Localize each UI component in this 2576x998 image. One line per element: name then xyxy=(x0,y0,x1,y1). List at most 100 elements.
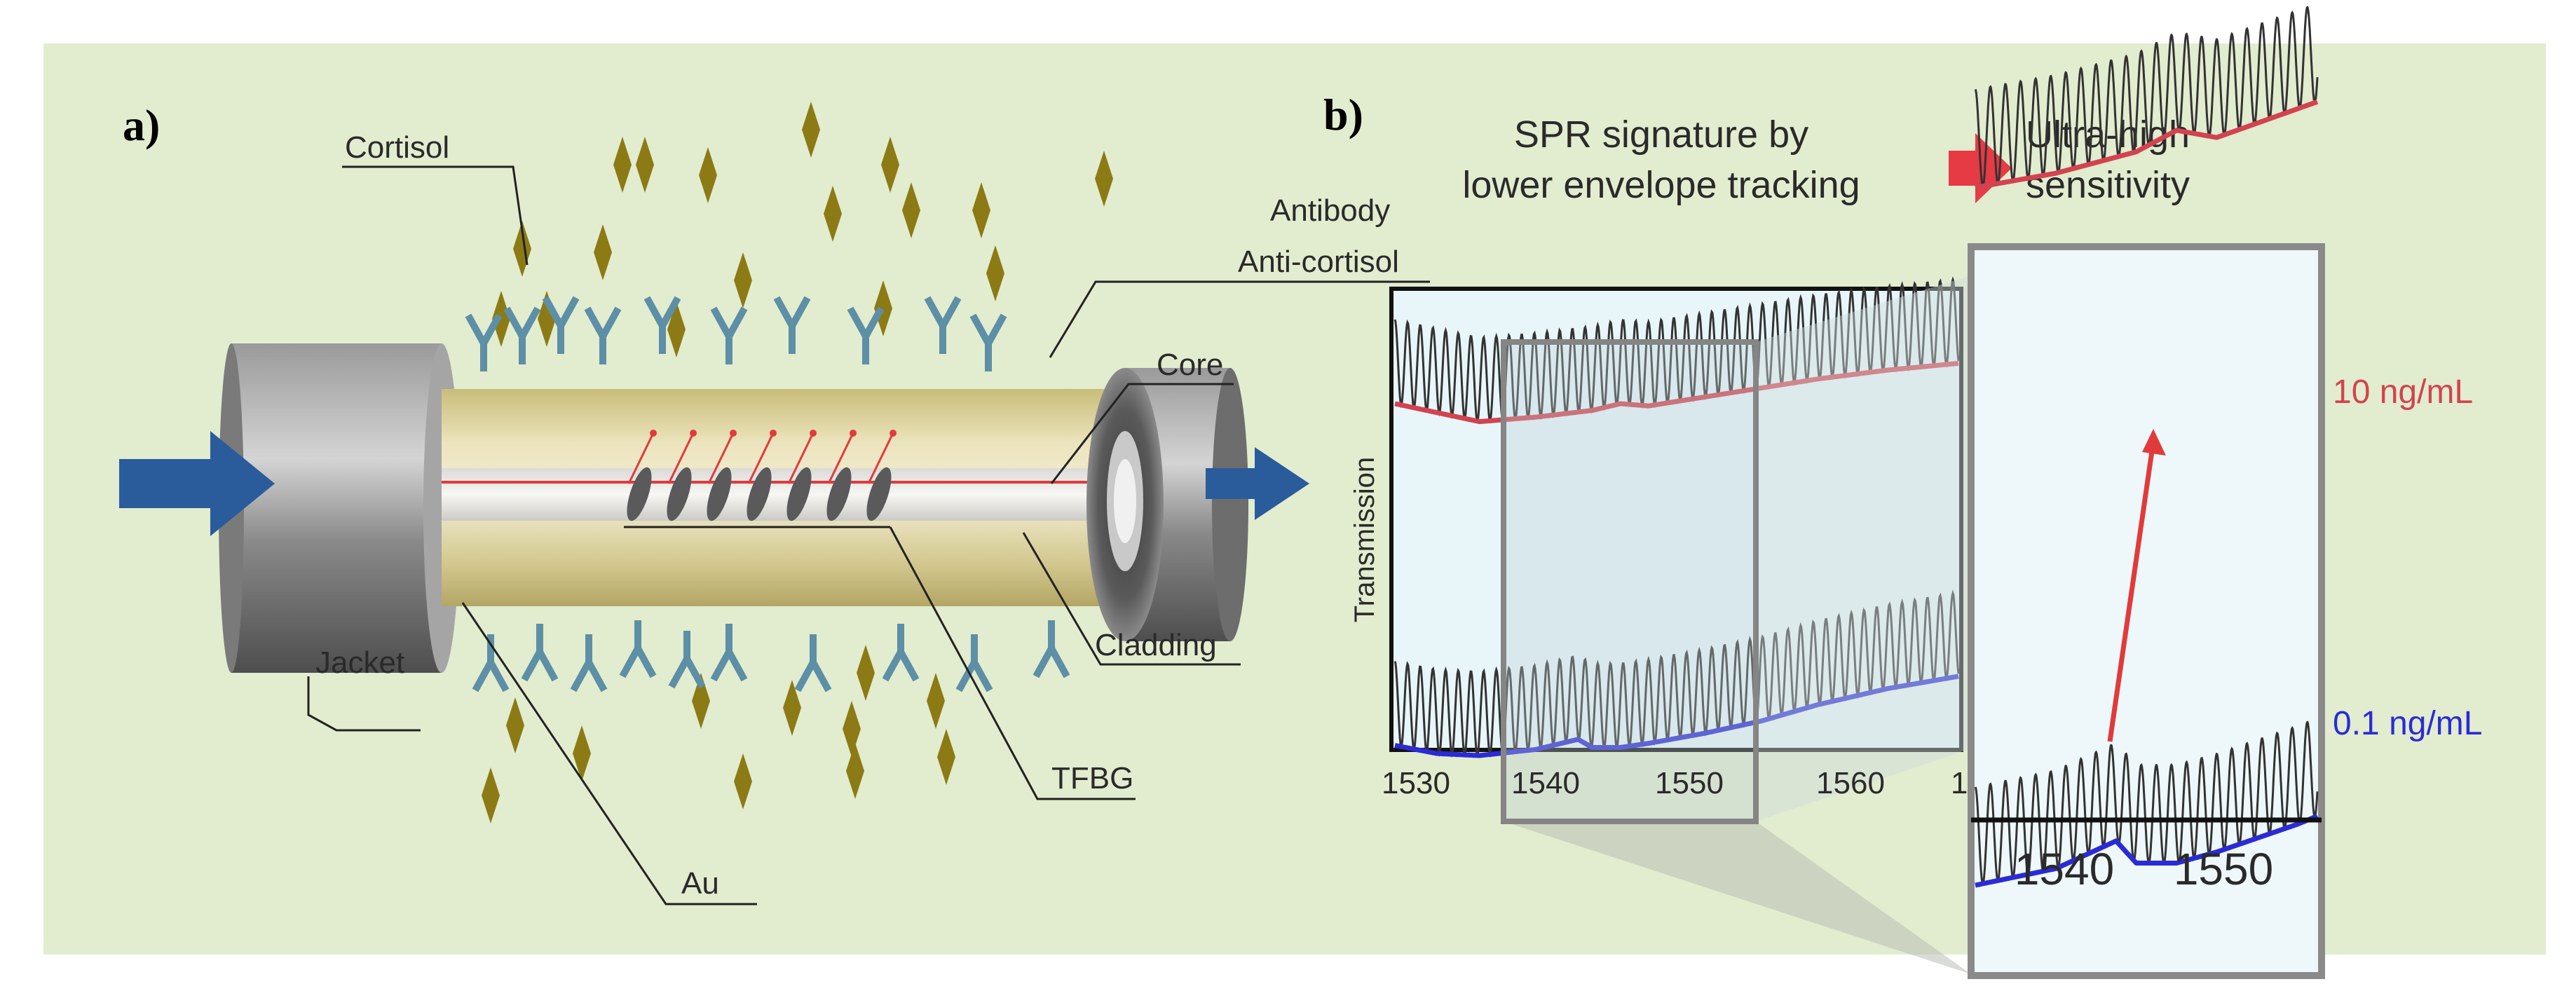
tfbg-gratings xyxy=(627,430,897,521)
panel-a-letter: a) xyxy=(123,100,160,150)
scatter-ray xyxy=(627,432,655,484)
cortisol-molecule xyxy=(506,697,524,753)
grating-plane xyxy=(786,467,812,521)
core-leader xyxy=(1050,383,1234,484)
cladding-leader xyxy=(1022,532,1241,666)
cortisol-molecule xyxy=(846,743,864,799)
cortisol-molecule xyxy=(843,701,861,757)
antibody xyxy=(521,624,559,682)
antibody xyxy=(465,313,503,371)
envelope-high xyxy=(1394,360,1959,425)
antibody xyxy=(955,634,993,692)
label-core: Core xyxy=(1157,348,1223,382)
antibody xyxy=(472,634,510,692)
cortisol-molecule xyxy=(734,252,752,308)
label-antibody: Antibody xyxy=(1270,193,1390,228)
scatter-ray xyxy=(787,432,815,484)
scatter-ray-tip xyxy=(730,430,737,437)
antibody xyxy=(1033,620,1070,678)
label-cortisol: Cortisol xyxy=(345,130,449,165)
label-cladding: Cladding xyxy=(1095,628,1217,662)
grating-plane xyxy=(707,467,732,521)
cortisol-molecule xyxy=(972,182,990,238)
cortisol-molecule xyxy=(874,280,892,336)
label-anti-cortisol: Anti-cortisol xyxy=(1238,245,1399,279)
shift-arrow-head xyxy=(2142,429,2166,456)
zoom-selection-box xyxy=(1501,339,1759,824)
cortisol-molecule xyxy=(802,102,820,158)
output-light-arrow xyxy=(1206,447,1309,520)
fiber-jacket-right xyxy=(1086,368,1248,641)
spectrum-trace xyxy=(1974,6,2319,189)
legend-high-concentration: 10 ng/mL xyxy=(2333,374,2473,411)
y-axis-label: Transmission xyxy=(1349,457,1380,622)
leader-lines xyxy=(307,165,1430,905)
scatter-ray-tip xyxy=(810,430,817,437)
scatter-ray xyxy=(707,432,735,484)
antibody xyxy=(710,624,748,682)
antibody-leader xyxy=(1049,280,1430,358)
envelope-low xyxy=(1394,674,1959,758)
label-tfbg: TFBG xyxy=(1051,761,1133,795)
cortisol-molecule xyxy=(783,680,801,736)
cortisol-molecule xyxy=(927,673,945,729)
grating-plane xyxy=(627,467,652,521)
scatter-ray-tip xyxy=(650,430,657,437)
main-plot-traces xyxy=(1393,276,1960,758)
cortisol-molecule xyxy=(881,137,899,193)
spectrum-trace xyxy=(1974,720,2319,886)
spectrum-trace xyxy=(1393,589,1960,758)
cortisol-molecule xyxy=(594,224,612,280)
antibody xyxy=(570,634,608,692)
antibody xyxy=(847,306,885,364)
zoom-plot-traces xyxy=(1974,6,2319,888)
scatter-ray-tip xyxy=(890,430,897,437)
cortisol-molecule xyxy=(692,673,710,729)
shift-arrow xyxy=(2107,441,2156,742)
cortisol-molecule xyxy=(986,245,1004,301)
antibody xyxy=(924,296,962,354)
antibody xyxy=(542,296,580,354)
scatter-ray-tip xyxy=(690,430,697,437)
tick-partial: 1 xyxy=(1951,766,1968,800)
label-jacket: Jacket xyxy=(315,645,404,680)
input-light-arrow xyxy=(119,431,275,536)
grating-plane xyxy=(667,467,692,521)
header-left-line2: lower envelope tracking xyxy=(1462,164,1860,206)
tfbg-leader xyxy=(889,526,1136,800)
scatter-ray xyxy=(667,432,695,484)
tick-1530: 1530 xyxy=(1382,766,1450,800)
antibody xyxy=(668,631,706,689)
scatter-ray-tip xyxy=(850,430,857,437)
spectrum-trace xyxy=(1393,276,1960,424)
cortisol-molecule xyxy=(857,645,875,701)
label-au: Au xyxy=(681,866,719,901)
antibody xyxy=(882,624,920,682)
grating-plane xyxy=(747,467,772,521)
au-leader xyxy=(461,602,757,905)
fiber-jacket-left xyxy=(219,343,460,673)
cortisol-molecule xyxy=(613,137,632,193)
cortisol-molecule xyxy=(636,137,654,193)
zoom-tick-1540: 1540 xyxy=(2015,844,2114,894)
cortisol-molecule xyxy=(902,182,920,238)
tick-1560: 1560 xyxy=(1816,766,1885,800)
main-x-ticks: 1530 1540 1550 1560 1 xyxy=(1382,766,1968,800)
grating-plane xyxy=(826,467,852,521)
cortisol-molecules xyxy=(482,102,1113,823)
cortisol-leader xyxy=(342,165,529,266)
antibody xyxy=(503,306,541,364)
antibody xyxy=(794,634,832,692)
cortisol-molecule xyxy=(573,725,591,781)
scatter-ray-tip xyxy=(770,430,777,437)
header-left-line1: SPR signature by xyxy=(1514,114,1808,156)
antibody xyxy=(710,306,748,364)
cortisol-molecule xyxy=(937,729,955,785)
cortisol-molecule xyxy=(492,291,510,347)
zoom-connector-lower xyxy=(1504,821,1971,974)
envelope-low xyxy=(1975,814,2319,888)
panel-b-letter: b) xyxy=(1323,90,1363,139)
antibody xyxy=(619,620,657,678)
header-right-line2: sensitivity xyxy=(2026,164,2190,206)
